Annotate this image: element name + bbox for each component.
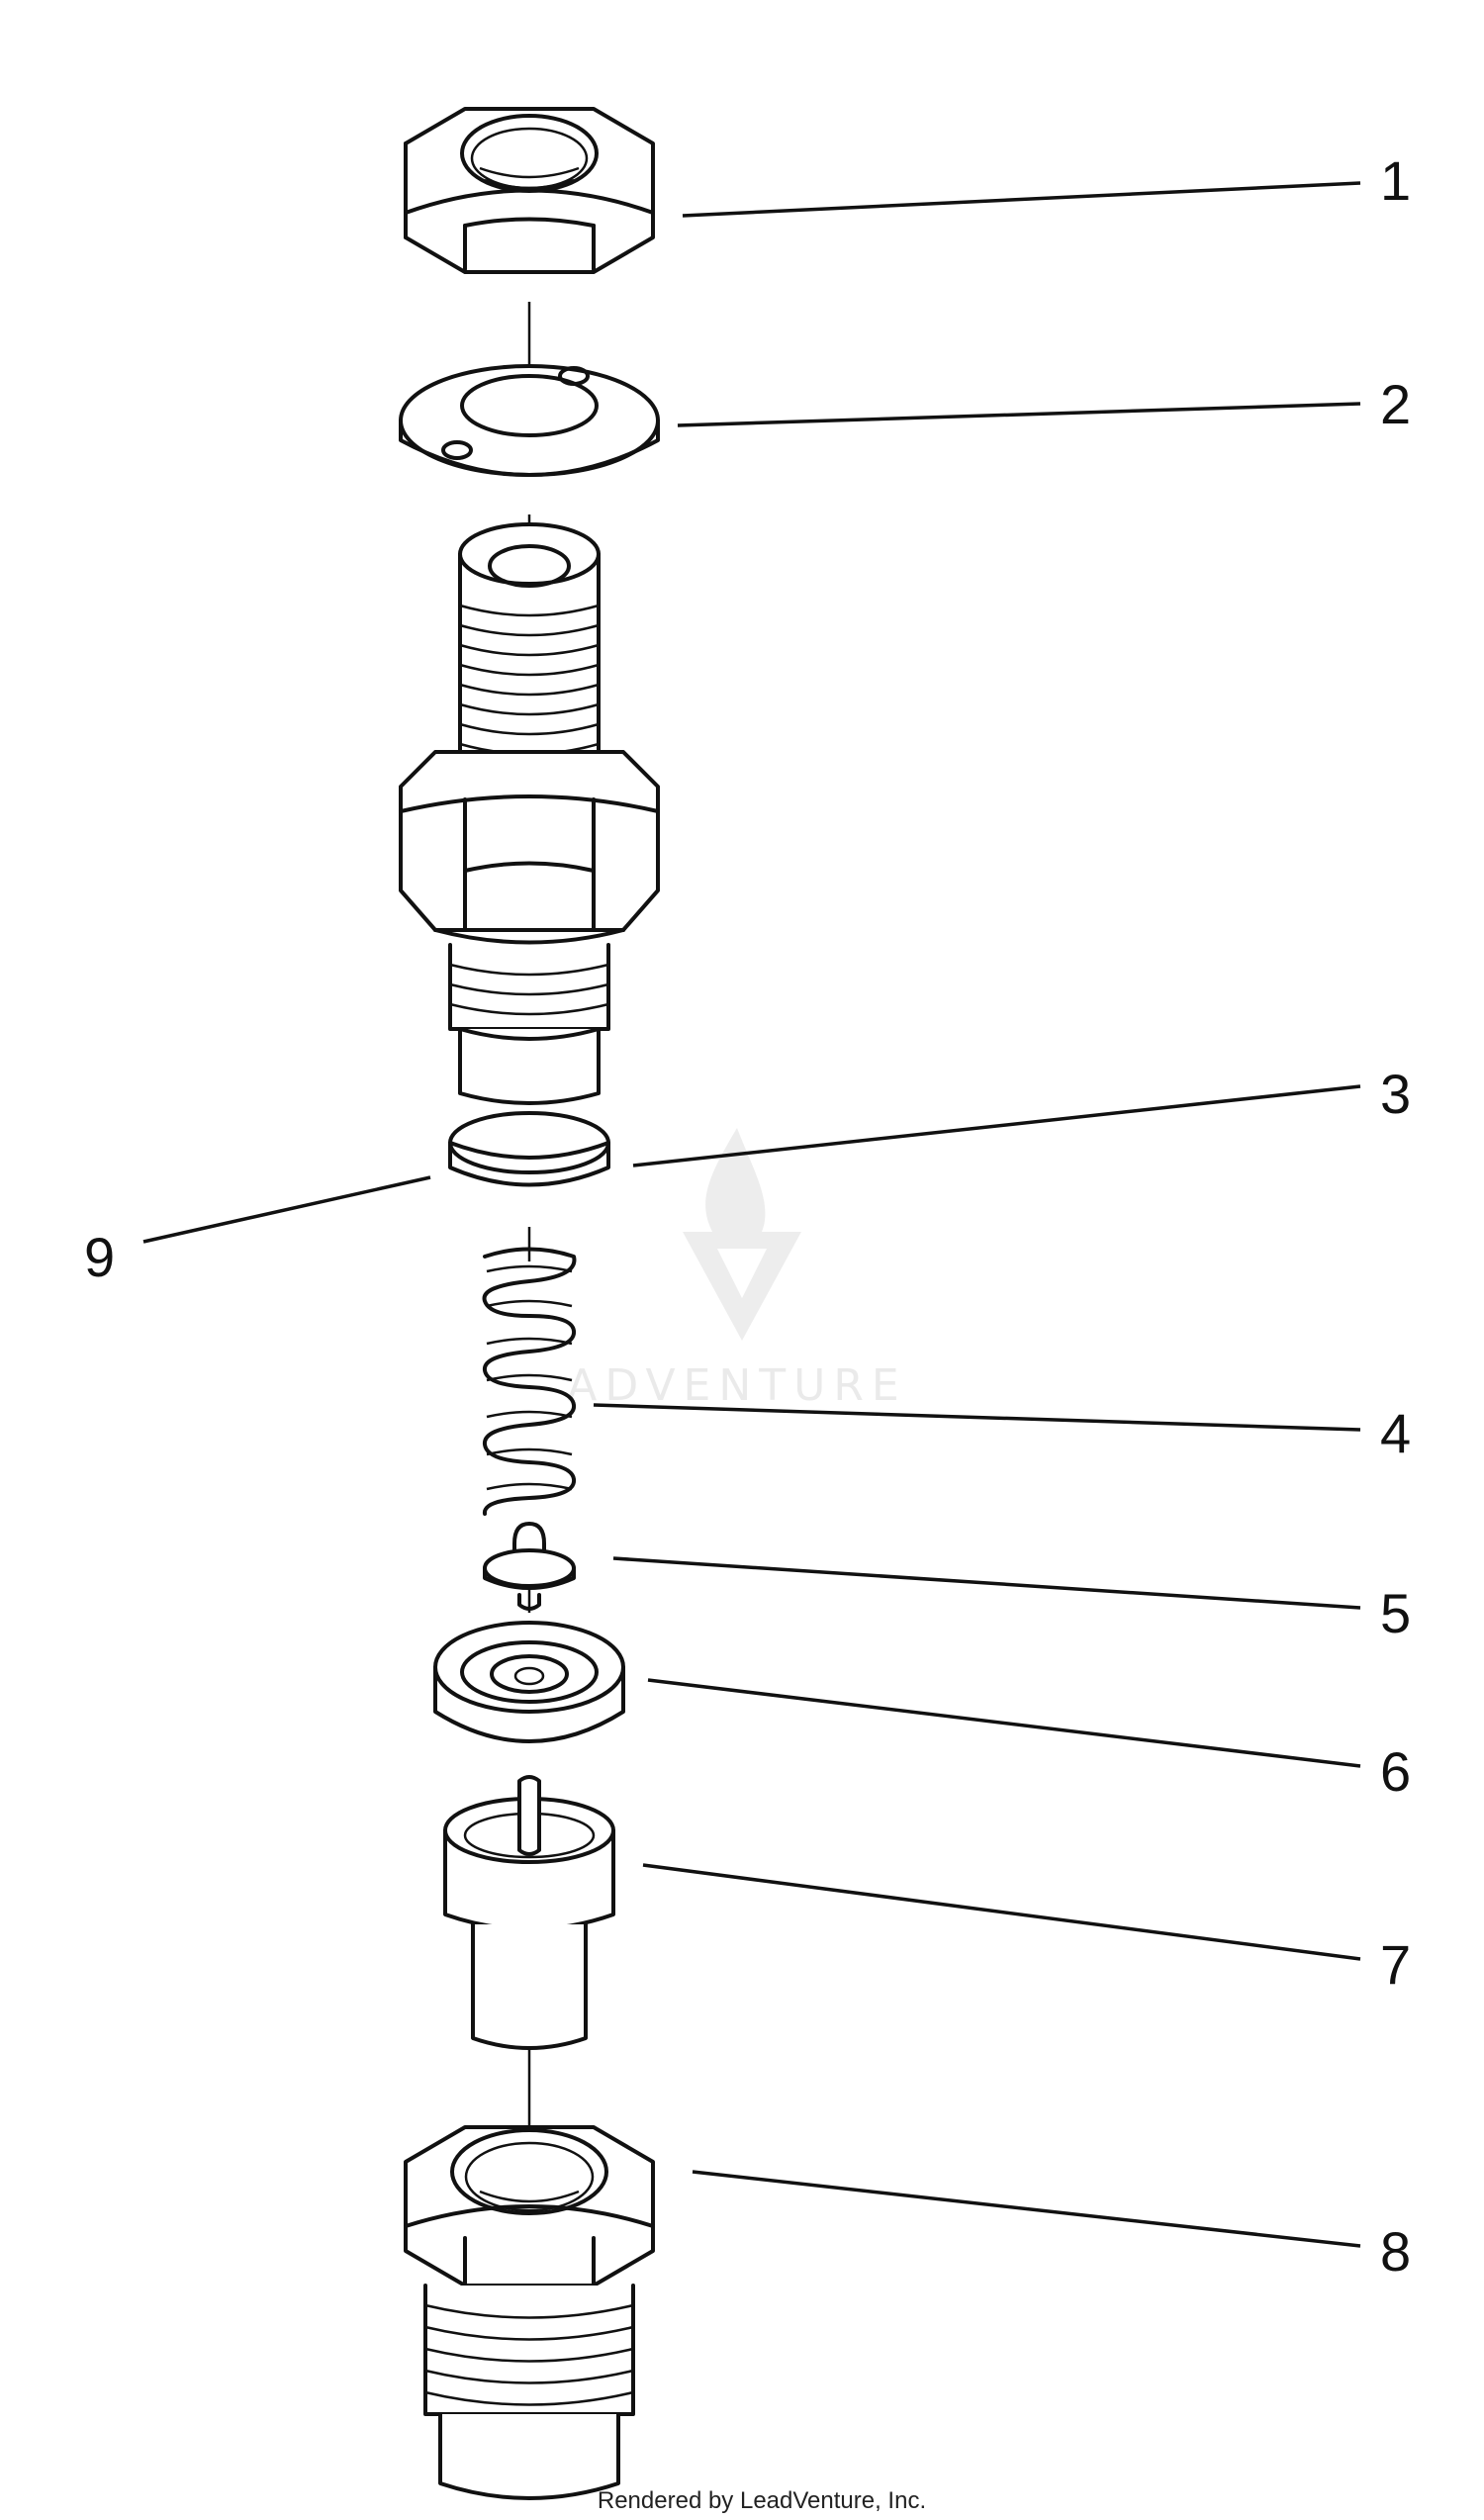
callout-8: 8 [1380,2220,1411,2283]
part-body-threaded-fitting [399,522,660,1105]
leader-line-6 [647,1678,1361,1768]
part-8-hex-fitting [404,2125,655,2500]
flame-icon [705,1128,766,1249]
callout-3: 3 [1380,1063,1411,1125]
part-1-hex-nut [404,107,655,274]
callout-1: 1 [1380,149,1411,212]
leader-line-1 [682,181,1361,218]
callout-2: 2 [1380,373,1411,435]
part-5-valve-pin [483,1522,576,1611]
leader-line-9 [142,1175,431,1244]
callout-6: 6 [1380,1740,1411,1803]
v-logo-icon [683,1232,801,1341]
part-3-seal-disc [448,1111,610,1187]
callout-9: 9 [84,1226,115,1288]
part-4-spring [482,1247,577,1516]
part-7-plunger [443,1775,615,2050]
watermark-text: ADVENTURE [567,1360,906,1411]
leader-line-8 [692,2170,1361,2248]
part-2-washer [399,364,660,477]
part-6-seat-ring [433,1621,625,1743]
callout-7: 7 [1380,1933,1411,1996]
watermark: ADVENTURE [567,1128,906,1411]
leader-line-4 [593,1403,1361,1432]
render-credit: Rendered by LeadVenture, Inc. [598,2487,926,2514]
leader-line-3 [632,1084,1361,1167]
leader-line-2 [677,402,1361,427]
callout-5: 5 [1380,1582,1411,1644]
leader-line-5 [612,1556,1361,1610]
callout-4: 4 [1380,1402,1411,1464]
leader-line-7 [642,1863,1361,1961]
